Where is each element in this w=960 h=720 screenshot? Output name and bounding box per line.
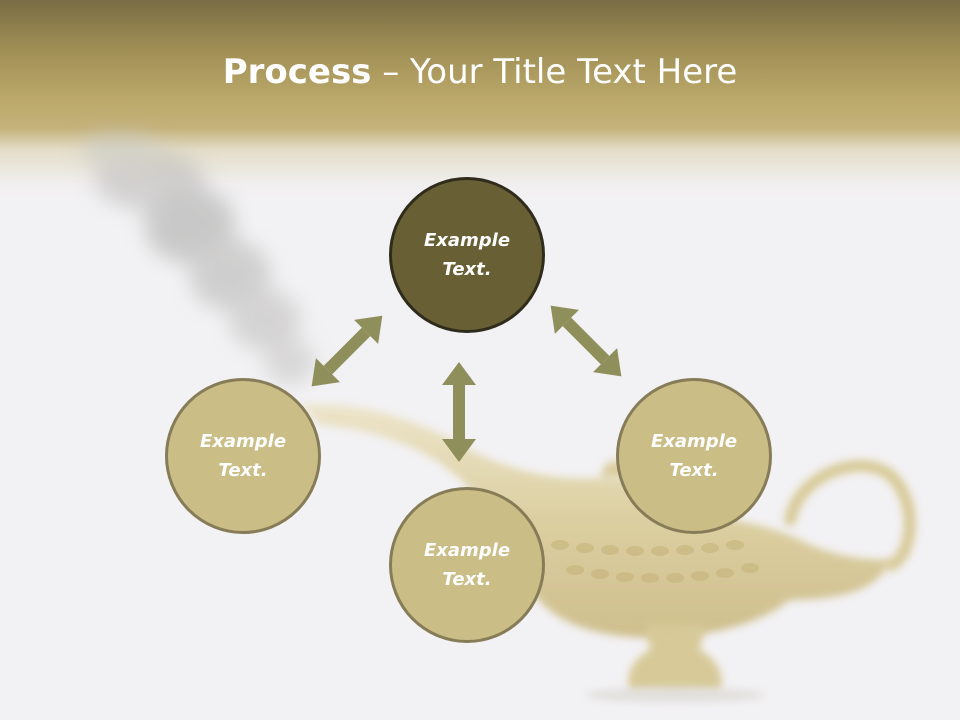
arrow-top-right (550, 305, 622, 377)
slide-title-rest: – Your Title Text Here (371, 52, 738, 92)
slide-title-bold: Process (222, 52, 372, 92)
node-right-line2: Text. (669, 460, 719, 481)
node-bottom-line2: Text. (442, 569, 492, 590)
process-node-right: Example Text. (616, 378, 772, 534)
process-node-bottom: Example Text. (389, 487, 545, 643)
node-left-line1: Example (199, 431, 287, 452)
arrow-vertical (442, 362, 476, 462)
lamp-body (300, 404, 916, 703)
node-right-line1: Example (650, 431, 738, 452)
node-bottom-line1: Example (423, 540, 511, 561)
process-node-left: Example Text. (165, 378, 321, 534)
node-top-line2: Text. (442, 259, 492, 280)
node-top-line1: Example (423, 230, 511, 251)
node-left-line2: Text. (218, 460, 268, 481)
slide-title: Process – Your Title Text Here (0, 52, 960, 92)
arrow-top-left (311, 315, 383, 387)
smoke-plume (80, 132, 315, 384)
process-node-top: Example Text. (389, 177, 545, 333)
